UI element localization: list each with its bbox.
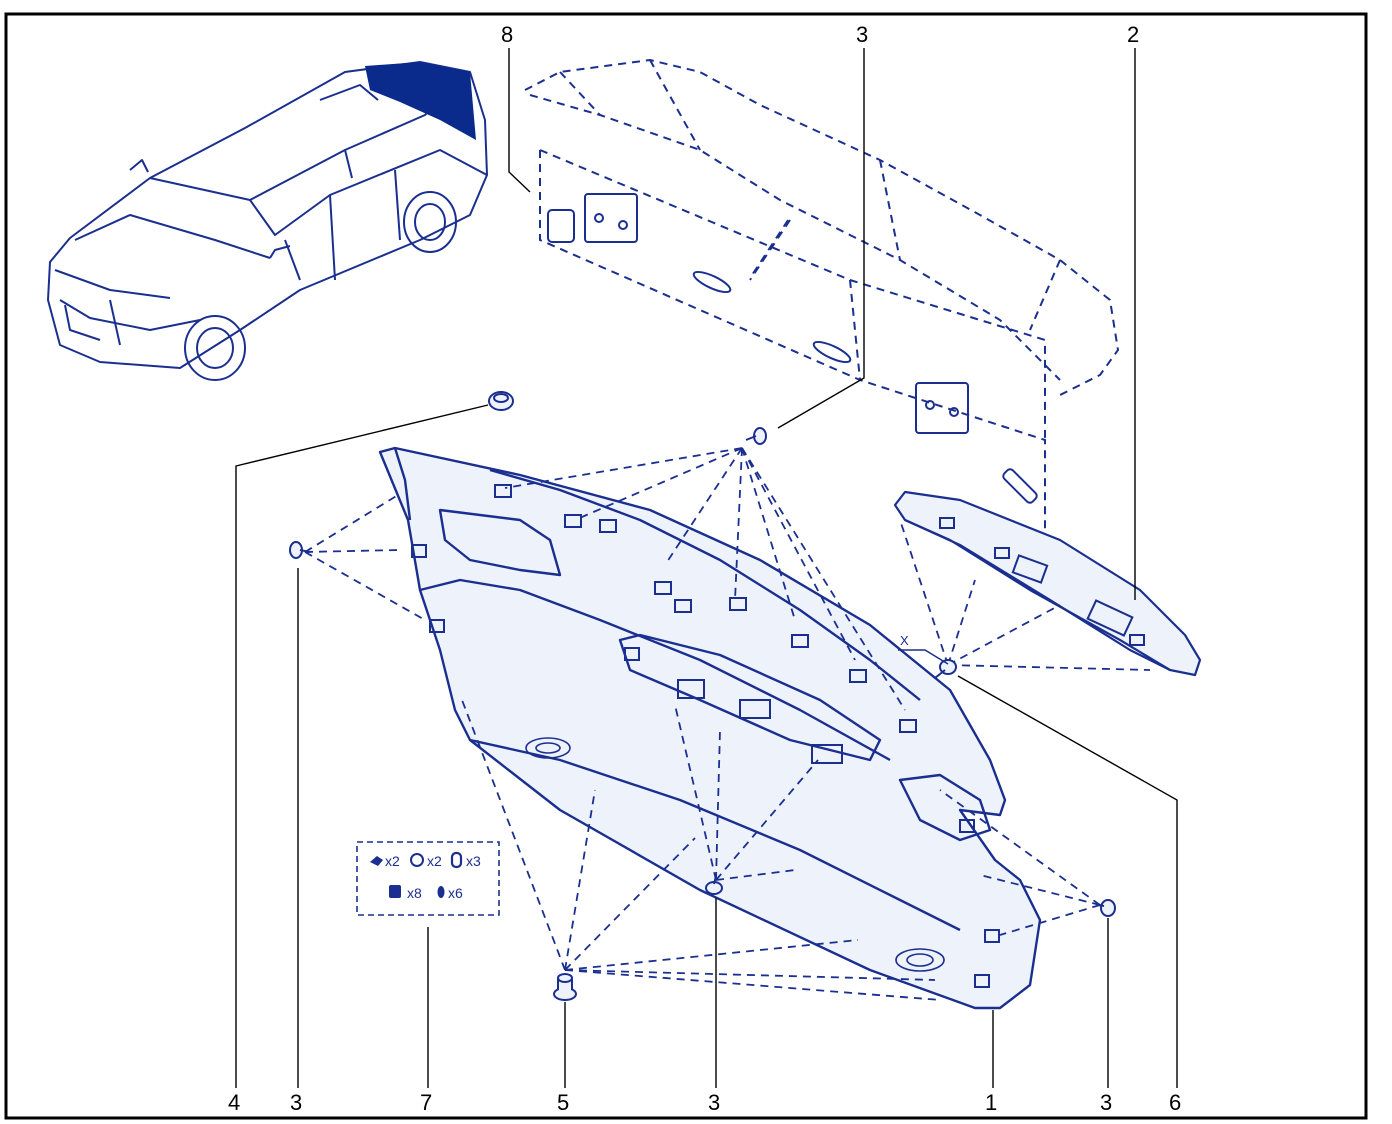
part-2-upper-trim xyxy=(893,490,1202,677)
part-8-clip-pad xyxy=(547,209,575,243)
callout-3-middle: 3 xyxy=(708,1090,720,1115)
part-8-dashed-panel xyxy=(524,58,1120,530)
dimension-x-label: X xyxy=(900,633,909,648)
screw-icon-right xyxy=(1097,899,1116,917)
callout-1: 1 xyxy=(985,1090,997,1115)
part-8-slot-b xyxy=(812,340,852,364)
part-1-clip-bosses xyxy=(411,484,1000,988)
leader-lines xyxy=(235,48,1178,1088)
kit-icons xyxy=(370,851,463,898)
callout-3-left: 3 xyxy=(290,1090,302,1115)
kit-nut-icon xyxy=(389,885,401,898)
grommet-icon xyxy=(488,391,514,411)
kit-qty-4: x8 xyxy=(407,885,422,901)
callout-2: 2 xyxy=(1127,22,1139,47)
callout-3-top: 3 xyxy=(856,22,868,47)
grommet-6-icon xyxy=(934,659,957,679)
fastener-arrows xyxy=(304,219,1151,1001)
kit-box xyxy=(356,841,500,916)
kit-washer-icon xyxy=(410,853,424,867)
diagram-border xyxy=(4,12,1368,1120)
callout-4: 4 xyxy=(228,1090,240,1115)
kit-qty-5: x6 xyxy=(448,885,463,901)
callout-7: 7 xyxy=(420,1090,432,1115)
kit-qty-1: x2 xyxy=(385,853,400,869)
callout-5: 5 xyxy=(557,1090,569,1115)
dimension-x-line xyxy=(898,649,949,665)
estate-car-icon xyxy=(47,61,488,381)
part-8-plate-left xyxy=(584,193,638,243)
rear-window-highlight xyxy=(365,62,476,140)
part-8-plate-right xyxy=(915,382,969,434)
kit-qty-2: x2 xyxy=(427,853,442,869)
kit-qty-3: x3 xyxy=(466,853,481,869)
callout-6: 6 xyxy=(1169,1090,1181,1115)
part-1-tailgate-trim xyxy=(378,446,1042,1010)
kit-grommet-icon xyxy=(450,851,463,869)
part-8-slot-a xyxy=(692,270,732,294)
callout-3-right: 3 xyxy=(1100,1090,1112,1115)
callout-8: 8 xyxy=(501,22,513,47)
screw-icon-left xyxy=(289,541,311,559)
kit-pin-icon xyxy=(437,886,445,898)
push-clip-icon xyxy=(553,973,577,1001)
screw-icon-top xyxy=(745,427,767,445)
part-8-slot-c xyxy=(1002,468,1038,504)
kit-clip-icon xyxy=(370,856,383,866)
screw-icon-middle xyxy=(705,875,723,895)
